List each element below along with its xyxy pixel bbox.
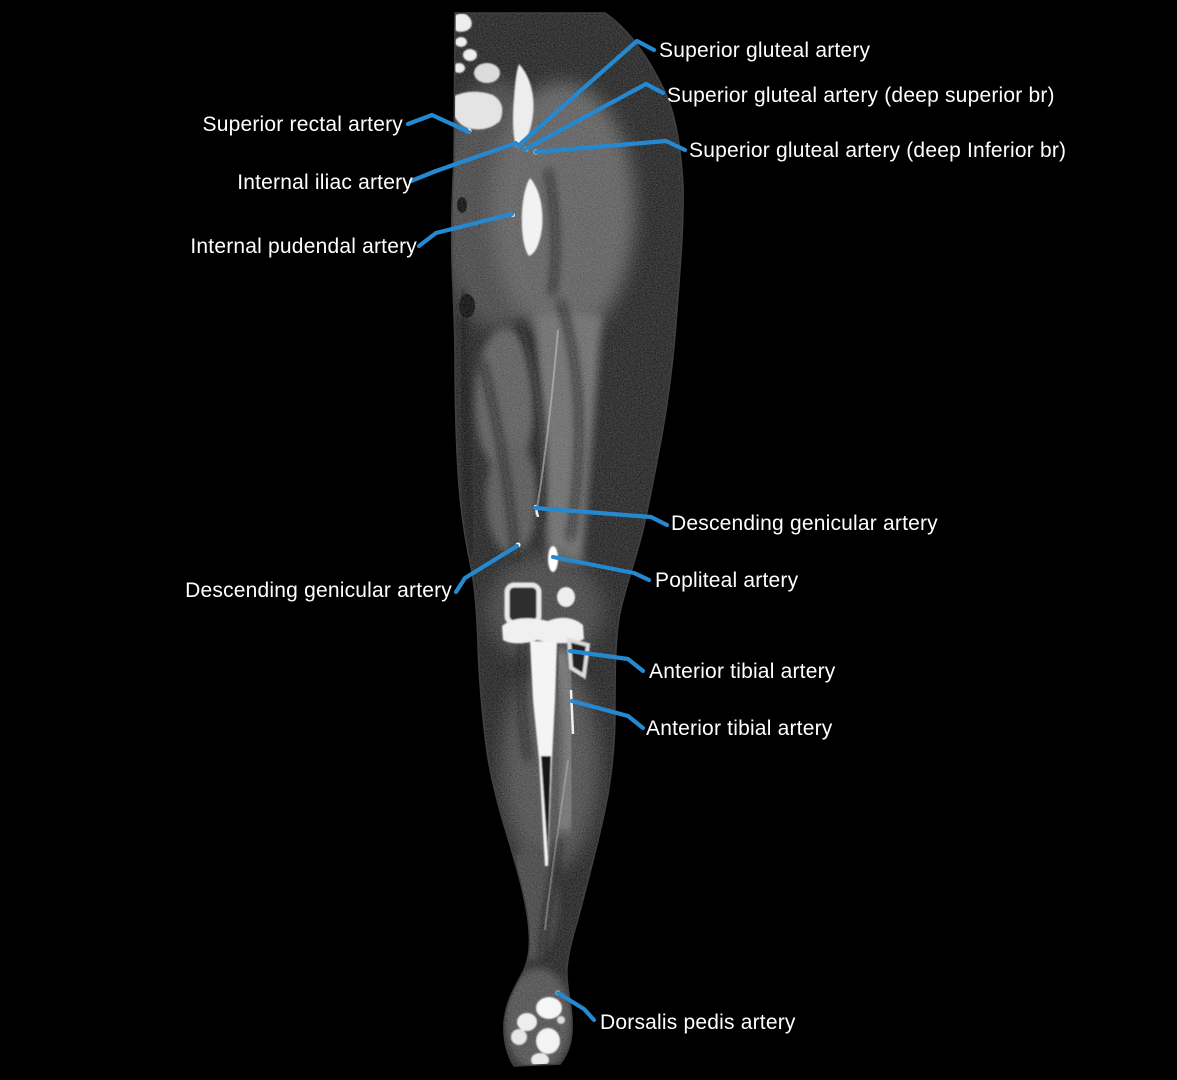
label-popliteal-artery: Popliteal artery [655,569,799,592]
label-superior-gluteal-artery-deep-inferior-br: Superior gluteal artery (deep Inferior b… [689,139,1067,162]
label-superior-rectal-artery: Superior rectal artery [202,113,403,136]
label-anterior-tibial-artery-proximal: Anterior tibial artery [649,660,836,683]
label-anterior-tibial-artery-distal: Anterior tibial artery [646,717,833,740]
label-dorsalis-pedis-artery: Dorsalis pedis artery [600,1011,796,1034]
label-superior-gluteal-artery-deep-superior-br: Superior gluteal artery (deep superior b… [667,84,1055,107]
label-superior-gluteal-artery: Superior gluteal artery [659,39,871,62]
label-descending-genicular-artery-right: Descending genicular artery [671,512,938,535]
label-internal-iliac-artery: Internal iliac artery [237,171,413,194]
label-descending-genicular-artery-left: Descending genicular artery [185,579,452,602]
label-internal-pudendal-artery: Internal pudendal artery [190,235,417,258]
skin-outline [450,12,684,1067]
